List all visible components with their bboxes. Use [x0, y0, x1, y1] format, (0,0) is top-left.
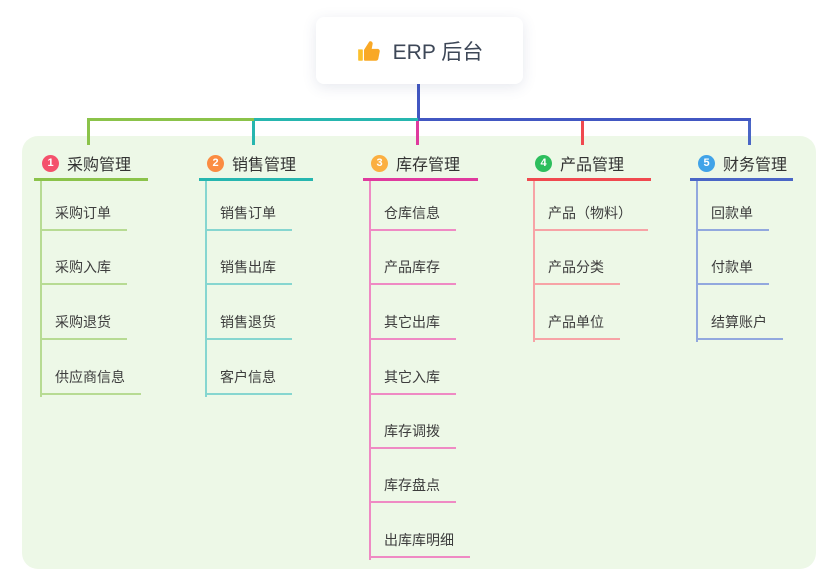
connector-bus-blue — [418, 118, 751, 121]
branch-label: 销售管理 — [232, 157, 297, 174]
thumbs-up-icon — [357, 40, 380, 61]
connector-drop-purchase — [87, 121, 90, 145]
branches-panel — [22, 136, 816, 569]
branch-label: 产品管理 — [560, 157, 625, 174]
branch-child-line — [40, 181, 42, 397]
mindmap-node[interactable]: 供应商信息 — [40, 368, 141, 395]
connector-drop-sales — [252, 121, 255, 145]
connector-bus-green — [87, 118, 254, 121]
branch-finance: 5 财务管理 回款单 付款单 结算账户 — [690, 148, 793, 342]
branch-header-finance[interactable]: 5 财务管理 — [690, 148, 793, 181]
branch-child-line — [696, 181, 698, 342]
branch-header-inventory[interactable]: 3 库存管理 — [363, 148, 478, 181]
badge-2: 2 — [207, 154, 224, 172]
badge-5: 5 — [698, 154, 715, 172]
mindmap-node[interactable]: 付款单 — [696, 258, 769, 285]
branch-label: 财务管理 — [723, 157, 788, 174]
badge-4: 4 — [535, 154, 552, 172]
mindmap-node[interactable]: 客户信息 — [205, 368, 292, 395]
root-label: ERP 后台 — [392, 40, 484, 64]
mindmap-node[interactable]: 采购订单 — [40, 204, 127, 231]
mindmap-node[interactable]: 其它出库 — [369, 313, 456, 340]
branch-child-line — [205, 181, 207, 397]
branch-header-sales[interactable]: 2 销售管理 — [199, 148, 313, 181]
mindmap-node[interactable]: 销售退货 — [205, 313, 292, 340]
mindmap-node[interactable]: 库存调拨 — [369, 422, 456, 449]
branch-header-purchase[interactable]: 1 采购管理 — [34, 148, 148, 181]
branch-child-line — [533, 181, 535, 342]
connector-drop-finance — [748, 121, 751, 145]
mindmap-node[interactable]: 结算账户 — [696, 313, 783, 340]
branch-label: 采购管理 — [67, 157, 132, 174]
branch-header-product[interactable]: 4 产品管理 — [527, 148, 651, 181]
connector-drop-inventory — [416, 121, 419, 145]
mindmap-node[interactable]: 库存盘点 — [369, 476, 456, 503]
mindmap-node[interactable]: 其它入库 — [369, 368, 456, 395]
mindmap-node[interactable]: 仓库信息 — [369, 204, 456, 231]
mindmap-node[interactable]: 采购退货 — [40, 313, 127, 340]
badge-3: 3 — [371, 154, 388, 172]
branch-inventory: 3 库存管理 仓库信息 产品库存 其它出库 其它入库 库存调拨 库存盘点 出库库… — [363, 148, 478, 560]
branch-sales: 2 销售管理 销售订单 销售出库 销售退货 客户信息 — [199, 148, 313, 397]
branch-label: 库存管理 — [396, 157, 461, 174]
mindmap-node[interactable]: 采购入库 — [40, 258, 127, 285]
connector-drop-product — [581, 121, 584, 145]
mindmap-node[interactable]: 产品分类 — [533, 258, 620, 285]
mindmap-node[interactable]: 产品单位 — [533, 313, 620, 340]
mindmap-node[interactable]: 产品库存 — [369, 258, 456, 285]
mindmap-node[interactable]: 回款单 — [696, 204, 769, 231]
mindmap-node[interactable]: 出库库明细 — [369, 531, 470, 558]
branch-purchase: 1 采购管理 采购订单 采购入库 采购退货 供应商信息 — [34, 148, 148, 397]
connector-bus-teal — [254, 118, 418, 121]
root-connector-line — [417, 84, 420, 119]
mindmap-node[interactable]: 销售出库 — [205, 258, 292, 285]
badge-1: 1 — [42, 154, 59, 172]
root-node[interactable]: ERP 后台 — [316, 17, 523, 84]
branch-child-line — [369, 181, 371, 560]
branch-product: 4 产品管理 产品（物料） 产品分类 产品单位 — [527, 148, 651, 342]
mindmap-node[interactable]: 产品（物料） — [533, 204, 648, 231]
mindmap-node[interactable]: 销售订单 — [205, 204, 292, 231]
